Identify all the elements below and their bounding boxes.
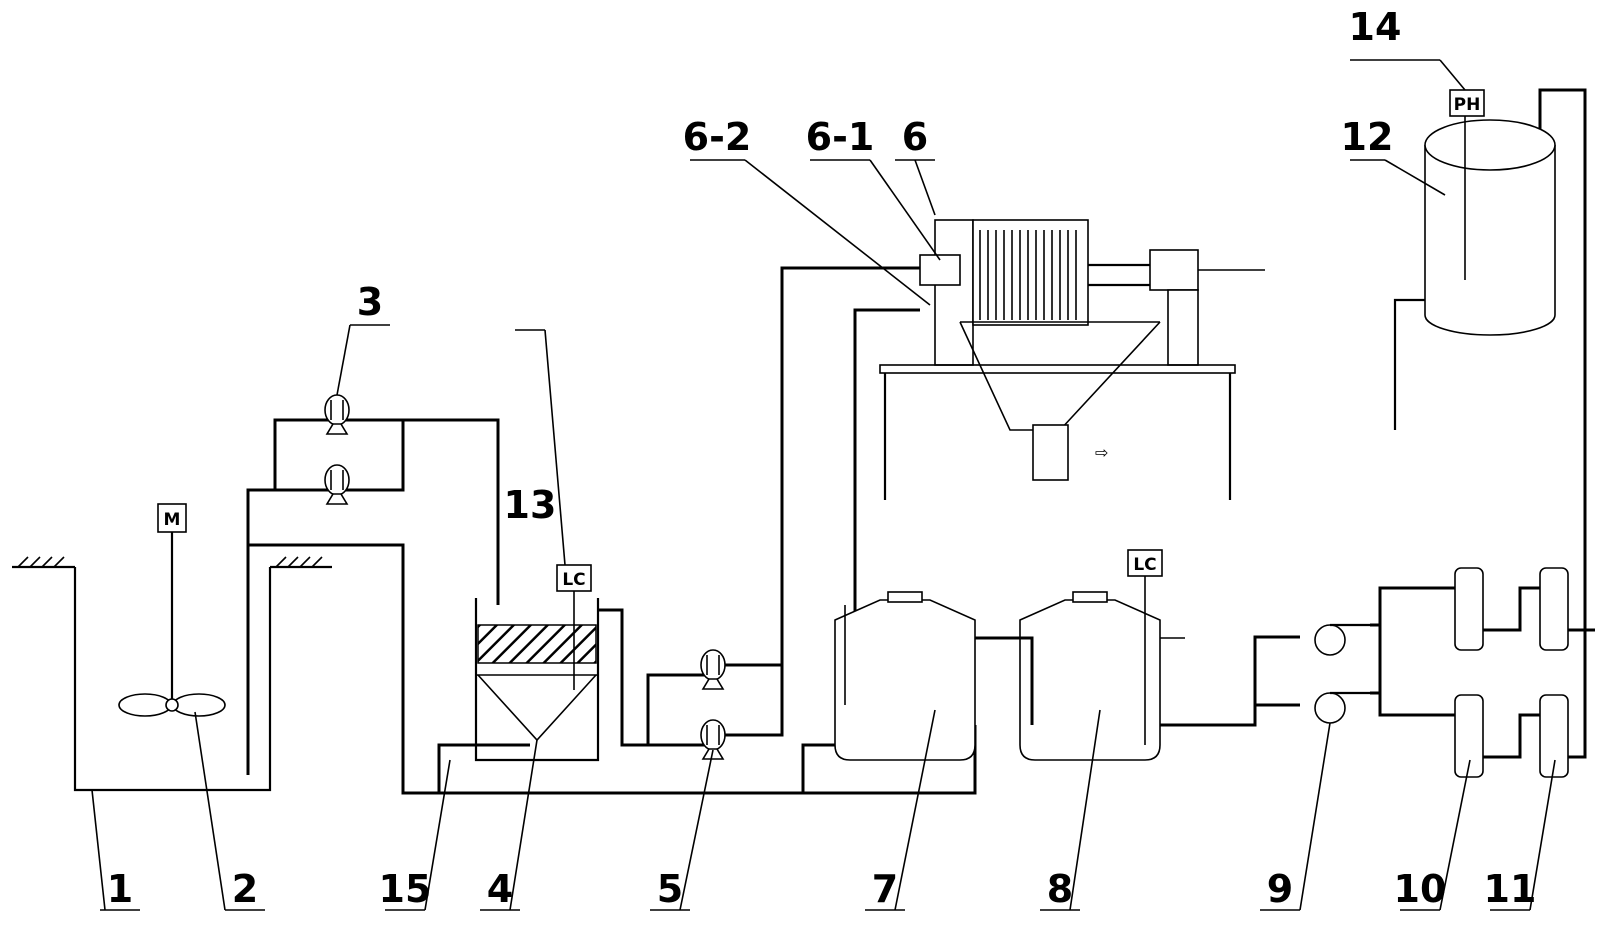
filter-press-feed-pumps: [646, 266, 920, 760]
transfer-pumps: [1314, 586, 1455, 724]
label-1: 1: [107, 867, 133, 911]
label-15: 15: [379, 867, 432, 911]
pump-5a: [700, 649, 726, 690]
label-12: 12: [1341, 115, 1394, 159]
storage-tank-7: [834, 591, 976, 761]
level-controller-tag-8: LC: [1133, 555, 1156, 575]
label-6-2: 6-2: [683, 115, 752, 159]
label-2: 2: [232, 867, 258, 911]
agitator: M: [118, 503, 226, 717]
product-tank: PH: [1393, 89, 1556, 430]
label-4: 4: [487, 867, 513, 911]
filter-press: ⇨: [853, 219, 1265, 705]
pump-3a: [324, 394, 350, 435]
feed-pumps: [246, 394, 500, 775]
label-8: 8: [1047, 867, 1073, 911]
svg-text:⇨: ⇨: [1095, 443, 1108, 462]
settling-tank: LC: [474, 564, 705, 762]
storage-tank-8: LC: [975, 549, 1300, 761]
ph-meter-tag: PH: [1454, 95, 1481, 115]
label-11: 11: [1484, 867, 1537, 911]
label-6-1: 6-1: [806, 115, 875, 159]
label-7: 7: [872, 867, 898, 911]
label-13: 13: [504, 483, 557, 527]
pump-5b: [700, 719, 726, 760]
label-10: 10: [1394, 867, 1447, 911]
motor-tag: M: [164, 510, 181, 530]
collection-pit: [12, 556, 332, 792]
label-14: 14: [1349, 5, 1402, 49]
label-3: 3: [357, 280, 383, 324]
label-5: 5: [657, 867, 683, 911]
label-6: 6: [902, 115, 928, 159]
leader-lines: [91, 59, 1556, 911]
pump-3b: [324, 464, 350, 505]
label-9: 9: [1267, 867, 1293, 911]
labels: 1 2 3 4 5 6 6-1 6-2 7 8 9 10 11 12 13 14…: [107, 5, 1537, 911]
cartridge-filters: [1454, 88, 1595, 778]
bottom-return-pipe: [248, 543, 977, 795]
level-controller-tag-4: LC: [562, 570, 585, 590]
